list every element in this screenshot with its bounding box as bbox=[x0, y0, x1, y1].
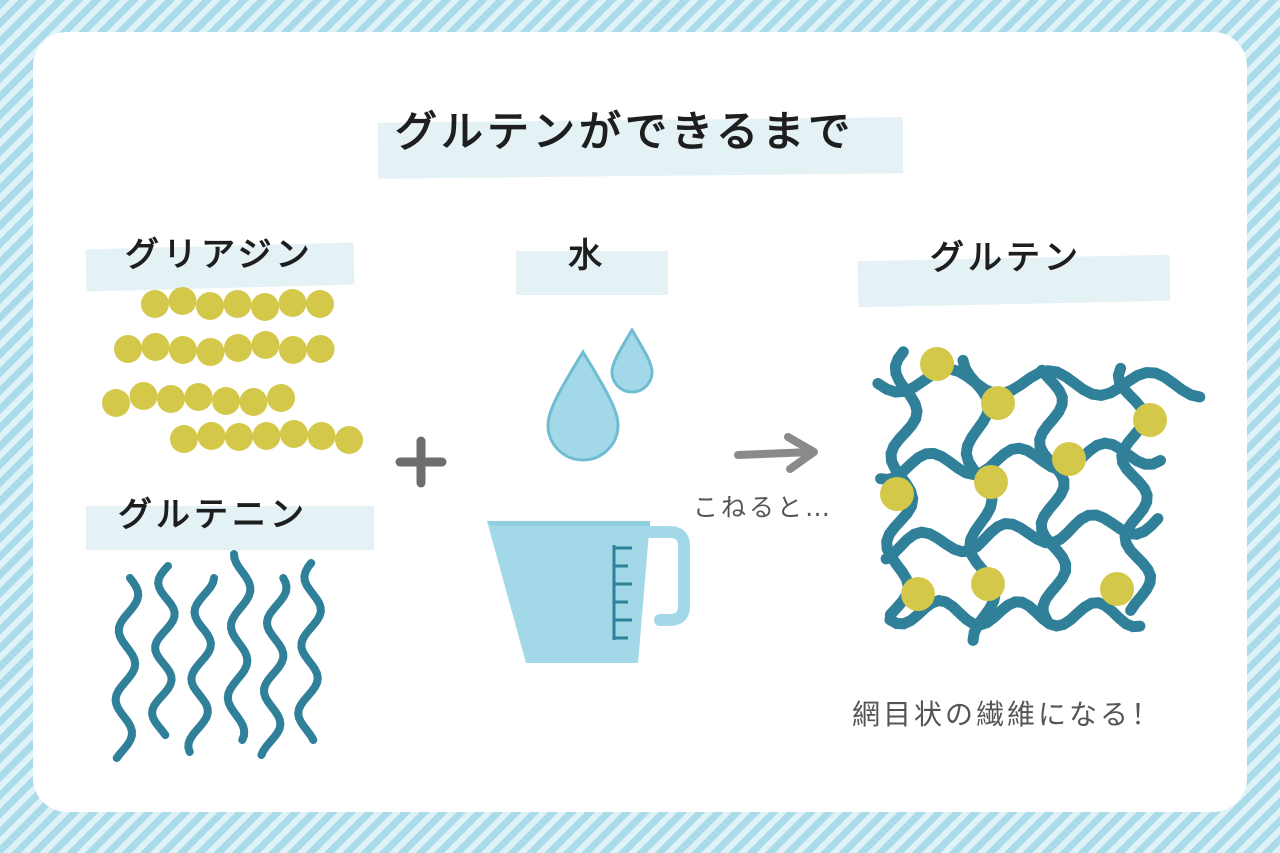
gliadin-dot bbox=[279, 336, 307, 364]
gliadin-dot bbox=[252, 422, 281, 450]
network-dot bbox=[920, 347, 954, 381]
network-strand bbox=[880, 509, 1164, 565]
glutenin-label: グルテニン bbox=[118, 495, 308, 535]
water-tape bbox=[516, 251, 668, 295]
gliadin-dot bbox=[278, 289, 307, 317]
network-dot bbox=[901, 577, 935, 611]
water-drops-icon bbox=[546, 327, 654, 462]
glutenin-strand bbox=[294, 559, 325, 744]
gliadin-dot bbox=[307, 422, 336, 450]
glutenin-strand bbox=[223, 550, 255, 744]
glutenin-strand bbox=[148, 562, 179, 739]
measuring-cup-icon bbox=[487, 521, 690, 663]
water-label: 水 bbox=[568, 236, 606, 276]
gliadin-label: グリアジン bbox=[125, 235, 314, 275]
gliadin-dot bbox=[196, 338, 225, 366]
gliadin-dot bbox=[184, 383, 213, 411]
gliadin-dot bbox=[267, 384, 295, 412]
result-note: 網目状の繊維になる！ bbox=[852, 698, 1163, 731]
arrow-right-icon bbox=[734, 433, 818, 473]
gliadin-dot bbox=[306, 290, 334, 318]
knead-note: こねると… bbox=[693, 493, 834, 522]
gliadin-dot bbox=[306, 335, 335, 363]
gliadin-dot bbox=[197, 422, 226, 450]
network-dot bbox=[971, 567, 1005, 601]
gliadin-dot bbox=[223, 290, 252, 318]
page-title: グルテンができるまで bbox=[395, 107, 855, 156]
network-dot bbox=[981, 386, 1015, 420]
gliadin-dot bbox=[224, 334, 252, 362]
gliadin-dot bbox=[170, 425, 198, 453]
gluten-label: グルテン bbox=[930, 238, 1082, 278]
glutenin-strand bbox=[257, 574, 291, 759]
glutenin-strand bbox=[111, 574, 143, 762]
gliadin-dot bbox=[157, 385, 185, 413]
glutenin-strands bbox=[111, 550, 325, 762]
gliadin-dot bbox=[280, 420, 308, 448]
gliadin-dot bbox=[196, 292, 224, 320]
gliadin-dot bbox=[251, 293, 279, 321]
gliadin-dot bbox=[335, 426, 363, 454]
network-dot bbox=[880, 477, 914, 511]
glutenin-tape bbox=[86, 506, 374, 550]
plus-icon bbox=[395, 436, 447, 488]
gliadin-dot bbox=[212, 387, 240, 415]
gliadin-dot bbox=[141, 290, 169, 318]
network-dot bbox=[974, 465, 1008, 499]
network-strand bbox=[875, 437, 1166, 486]
gliadin-dot bbox=[169, 336, 197, 364]
gliadin-dot bbox=[168, 287, 197, 315]
network-dot bbox=[1100, 572, 1134, 606]
gliadin-dot bbox=[114, 335, 142, 363]
network-dot bbox=[1133, 403, 1167, 437]
network-strand bbox=[1034, 364, 1072, 626]
gliadin-dot bbox=[129, 382, 158, 410]
network-dot bbox=[1052, 442, 1086, 476]
gluten-network-dots bbox=[880, 347, 1167, 611]
gliadin-dot bbox=[251, 331, 280, 359]
gliadin-dot bbox=[239, 388, 268, 416]
glutenin-strand bbox=[184, 574, 218, 756]
gliadin-dot bbox=[102, 389, 130, 417]
gliadin-dot bbox=[225, 423, 253, 451]
gliadin-dot bbox=[141, 333, 170, 361]
gliadin-dots bbox=[102, 287, 363, 454]
